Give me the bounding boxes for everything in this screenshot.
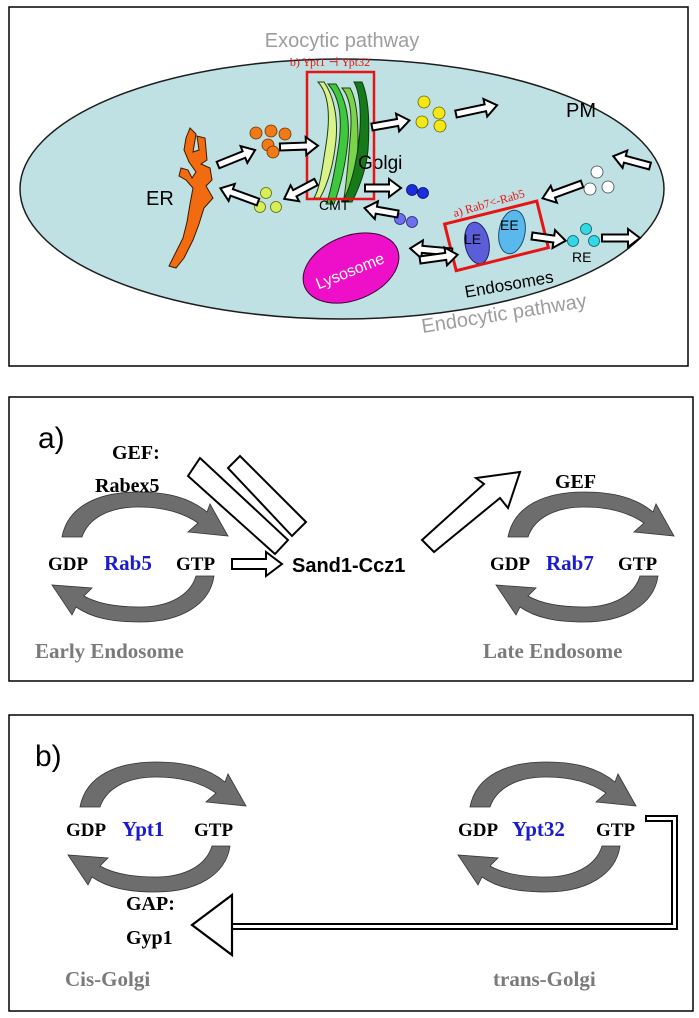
er-organelle (168, 127, 214, 269)
rabex5-to-rab5-arrow-head (226, 454, 308, 538)
yellow-vesicles (415, 95, 447, 133)
panel-b-frame (8, 714, 694, 1012)
lysosome (302, 232, 400, 304)
ypt32-cycle-top-arrow (469, 761, 637, 808)
exocytic-pathway-label: Exocytic pathway (265, 30, 420, 52)
panel-a: a) GDP Rab5 GTP GEF: Rabex5 Sand1-Ccz1 G… (8, 396, 694, 682)
arrow-lysosome-to-endosome (418, 245, 460, 268)
early-endosome-caption: Early Endosome (35, 639, 184, 663)
ypt32-gdp: GDP (458, 820, 499, 841)
cmt-label: CMT (319, 197, 350, 213)
rab5-gtp: GTP (176, 554, 215, 575)
cis-golgi-caption: Cis-Golgi (65, 967, 150, 991)
cell-panel: Exocytic pathway Endocytic pathway ER Go… (8, 6, 689, 367)
orange-vesicles (249, 124, 292, 159)
ypt32-cycle (457, 761, 637, 893)
pm-label: PM (566, 100, 596, 122)
ee-label: EE (500, 217, 519, 233)
ypt32-label: Ypt32 (512, 817, 565, 841)
arrow-endosome-to-re (530, 228, 568, 250)
le-label: LE (464, 231, 481, 247)
golgi-label: Golgi (358, 153, 402, 174)
ypt1-cycle-bottom-arrow (67, 845, 231, 893)
arrow-golgi-to-pm-vesicle (370, 111, 412, 134)
rab7-gtp: GTP (618, 554, 657, 575)
arrow-vesicle-to-endosome (540, 179, 585, 205)
rabex5-gef-line2: Rabex5 (95, 475, 159, 497)
arrow-golgi-to-vesicle (282, 177, 319, 203)
gyp1-activation-arrowhead (190, 892, 234, 958)
gyp1-gap-line2: Gyp1 (126, 927, 173, 949)
rab7-cycle-top-arrow (507, 491, 675, 538)
rab7-gdp: GDP (490, 554, 531, 575)
panel-b-label: b) (35, 740, 62, 773)
cyan-vesicles (567, 223, 600, 247)
early-endosome (498, 209, 526, 255)
rab5-to-sand1-arrow (231, 550, 284, 578)
rab7-cycle (495, 491, 675, 623)
golgi-highlight-box (305, 70, 376, 201)
arrow-vesicle-to-pm (454, 97, 499, 119)
trans-golgi-caption: trans-Golgi (493, 967, 596, 991)
blue-vesicles (406, 184, 429, 199)
ypt1-gdp: GDP (66, 820, 107, 841)
rab5-cycle-top-arrow (61, 491, 229, 538)
er-label: ER (146, 188, 174, 210)
ypt1-label: Ypt1 (122, 817, 164, 841)
ypt1-cycle (67, 761, 247, 893)
traffic-arrows (215, 97, 653, 268)
rabex5-to-rab5-arrow (186, 456, 290, 556)
panel-a-frame (8, 396, 694, 682)
golgi-box-label: b) Ypt1 ⊣ Ypt32 (290, 55, 370, 69)
re-label: RE (572, 249, 591, 265)
lime-vesicles (254, 187, 282, 213)
arrow-vesicle-to-golgi (278, 135, 320, 158)
ypt32-gtp: GTP (596, 820, 635, 841)
sand1-ccz1-complex: Sand1-Ccz1 (292, 555, 405, 577)
arrow-to-cmt (362, 199, 400, 222)
rab5-gdp: GDP (48, 554, 89, 575)
gyp1-gap-line1: GAP: (126, 893, 175, 915)
sand1-to-rab7-arrow (420, 470, 522, 554)
rab7-gef-label: GEF (555, 471, 596, 493)
rab7-cycle-bottom-arrow (495, 575, 659, 623)
rab5-cycle (51, 491, 229, 623)
panel-b: b) GDP Ypt1 GTP GAP: Gyp1 GDP Ypt32 GTP … (8, 714, 694, 1012)
arrow-er-to-vesicle (215, 144, 257, 170)
arrow-vesicle-to-er (218, 182, 261, 207)
arrow-golgi-to-blue-vesicle (364, 177, 403, 199)
arrow-pm-to-white-vesicle (611, 148, 653, 171)
arrow-re-to-pm (601, 227, 642, 249)
late-endosome-caption: Late Endosome (483, 639, 622, 663)
rab5-cycle-bottom-arrow (51, 575, 215, 623)
rab5-label: Rab5 (104, 551, 152, 575)
ypt32-cycle-bottom-arrow (457, 845, 621, 893)
golgi-stack (313, 81, 370, 205)
panel-a-label: a) (38, 422, 65, 455)
ypt1-gtp: GTP (194, 820, 233, 841)
rabex5-gef-line1: GEF: (112, 442, 160, 464)
rab7-label: Rab7 (546, 551, 594, 575)
ypt1-cycle-top-arrow (79, 761, 247, 808)
white-vesicles (583, 165, 615, 196)
